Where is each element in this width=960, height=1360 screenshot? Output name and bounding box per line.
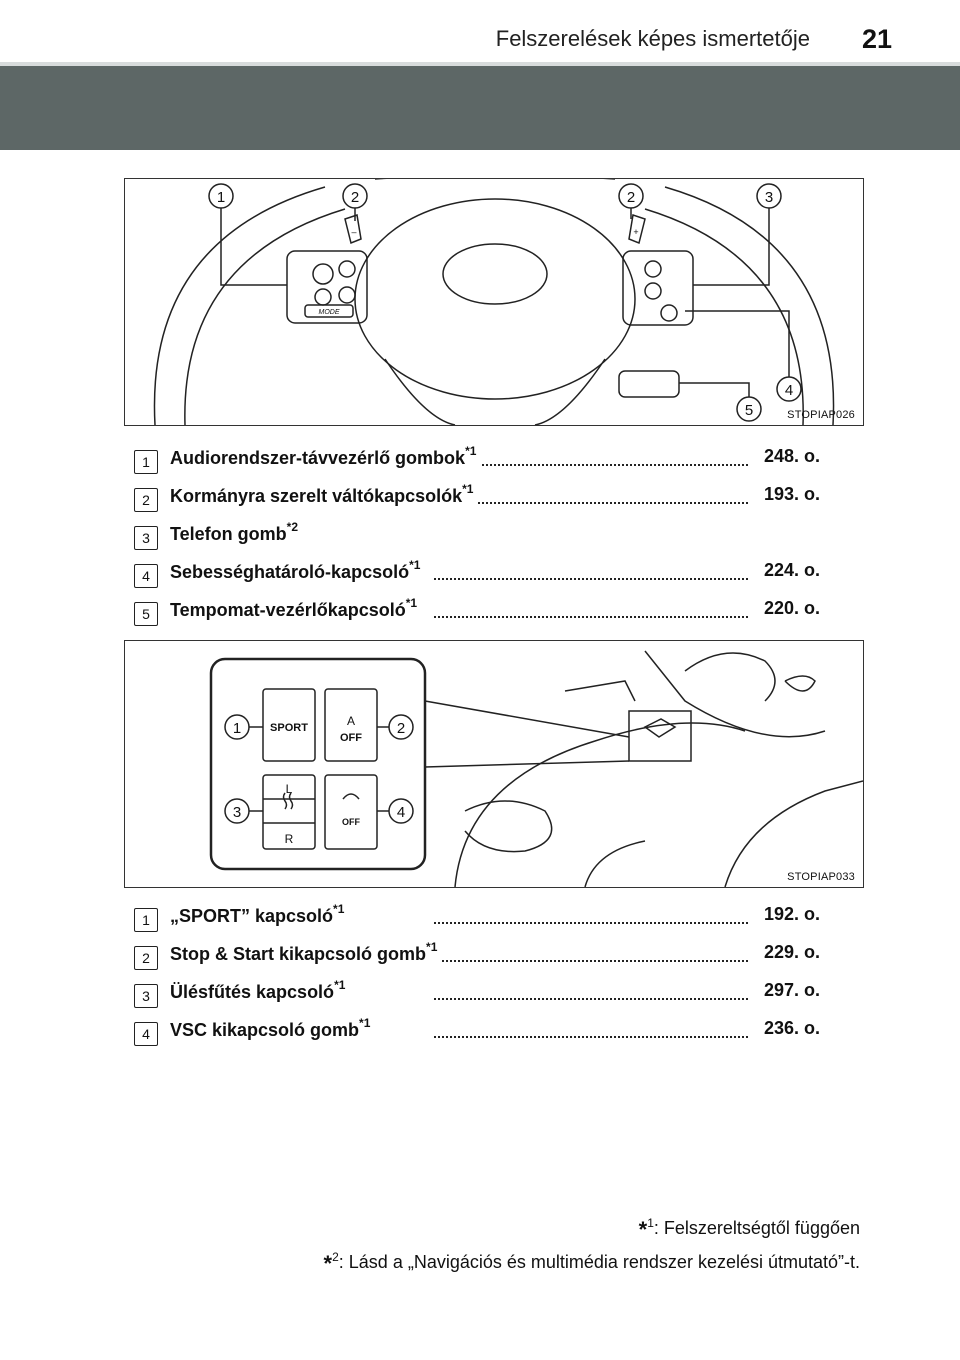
figure-steering-wheel: 1 2 2 3 4 5 MODE – + STOPIAP026 bbox=[124, 178, 864, 426]
steering-wheel-illustration: 1 2 2 3 4 5 MODE – + bbox=[153, 179, 835, 425]
item-page-ref: 193. o. bbox=[759, 484, 820, 505]
mode-label: MODE bbox=[319, 309, 340, 316]
item-page-ref: 236. o. bbox=[759, 1018, 820, 1039]
list-item: 5 Tempomat-vezérlőkapcsoló*1 220. o. bbox=[134, 596, 834, 634]
item-label: Audiorendszer-távvezérlő gombok*1 bbox=[170, 444, 481, 469]
figure-code: STOPIAP033 bbox=[787, 871, 855, 883]
item-number-badge: 1 bbox=[134, 450, 158, 474]
callout-1: 1 bbox=[217, 189, 225, 206]
leader-dots bbox=[434, 578, 748, 580]
leader-dots bbox=[434, 960, 748, 962]
item-number-badge: 2 bbox=[134, 488, 158, 512]
sport-button-label: SPORT bbox=[270, 722, 308, 734]
item-number-badge: 4 bbox=[134, 564, 158, 588]
leader-dots bbox=[434, 502, 748, 504]
footnote-2: *2: Lásd a „Navigációs és multimédia ren… bbox=[323, 1250, 860, 1276]
vsc-off-label: OFF bbox=[342, 817, 360, 827]
callout-2b: 2 bbox=[627, 189, 635, 206]
callout-3: 3 bbox=[233, 804, 241, 821]
leader-dots bbox=[434, 616, 748, 618]
leader-dots bbox=[434, 998, 748, 1000]
stop-start-a-label: A bbox=[347, 714, 355, 728]
item-label: Ülésfűtés kapcsoló*1 bbox=[170, 978, 350, 1003]
list-item: 1 Audiorendszer-távvezérlő gombok*1 248.… bbox=[134, 444, 834, 482]
seat-heater-l-label: L bbox=[286, 782, 293, 796]
list-item: 2 Kormányra szerelt váltókapcsolók*1 193… bbox=[134, 482, 834, 520]
callout-2a: 2 bbox=[351, 189, 359, 206]
list-item: 3 Telefon gomb*2 bbox=[134, 520, 834, 558]
item-label: Telefon gomb*2 bbox=[170, 520, 303, 545]
item-number-badge: 3 bbox=[134, 526, 158, 550]
item-page-ref: 192. o. bbox=[759, 904, 820, 925]
header-title: Felszerelések képes ismertetője bbox=[495, 26, 810, 51]
list-item: 2 Stop & Start kikapcsoló gomb*1 229. o. bbox=[134, 940, 834, 978]
list-item: 4 VSC kikapcsoló gomb*1 236. o. bbox=[134, 1016, 834, 1054]
callout-4: 4 bbox=[785, 382, 793, 399]
callout-3: 3 bbox=[765, 189, 773, 206]
list-item: 4 Sebességhatároló-kapcsoló*1 224. o. bbox=[134, 558, 834, 596]
callout-4: 4 bbox=[397, 804, 405, 821]
header-band bbox=[0, 66, 960, 150]
item-label: Stop & Start kikapcsoló gomb*1 bbox=[170, 940, 442, 965]
item-number-badge: 1 bbox=[134, 908, 158, 932]
callout-2: 2 bbox=[397, 720, 405, 737]
callout-markers bbox=[208, 183, 802, 422]
console-illustration: 1 2 3 4 SPORT A OFF L R OFF bbox=[209, 650, 863, 887]
leader-dots bbox=[434, 464, 748, 466]
item-number-badge: 5 bbox=[134, 602, 158, 626]
callout-5: 5 bbox=[745, 402, 753, 419]
item-page-ref: 220. o. bbox=[759, 598, 820, 619]
item-number-badge: 4 bbox=[134, 1022, 158, 1046]
item-page-ref: 248. o. bbox=[759, 446, 820, 467]
callout-1: 1 bbox=[233, 720, 241, 737]
item-label: „SPORT” kapcsoló*1 bbox=[170, 902, 349, 927]
seat-heater-r-label: R bbox=[285, 832, 294, 846]
leader-dots bbox=[434, 922, 748, 924]
list-item: 3 Ülésfűtés kapcsoló*1 297. o. bbox=[134, 978, 834, 1016]
page-number: 21 bbox=[861, 24, 892, 54]
item-page-ref: 224. o. bbox=[759, 560, 820, 581]
footnote-1: *1: Felszereltségtől függően bbox=[638, 1216, 860, 1242]
item-page-ref: 229. o. bbox=[759, 942, 820, 963]
paddle-plus-label: + bbox=[633, 227, 638, 237]
item-label: VSC kikapcsoló gomb*1 bbox=[170, 1016, 375, 1041]
stop-start-off-label: OFF bbox=[340, 732, 362, 744]
item-page-ref: 297. o. bbox=[759, 980, 820, 1001]
list-console-controls: 1 „SPORT” kapcsoló*1 192. o. 2 Stop & St… bbox=[134, 902, 834, 1054]
figure-code: STOPIAP026 bbox=[787, 409, 855, 421]
item-label: Kormányra szerelt váltókapcsolók*1 bbox=[170, 482, 478, 507]
item-label: Tempomat-vezérlőkapcsoló*1 bbox=[170, 596, 422, 621]
item-number-badge: 3 bbox=[134, 984, 158, 1008]
page-header: Felszerelések képes ismertetője 21 bbox=[0, 0, 960, 66]
figure-center-console: 1 2 3 4 SPORT A OFF L R OFF STOPIAP033 bbox=[124, 640, 864, 888]
item-label: Sebességhatároló-kapcsoló*1 bbox=[170, 558, 425, 583]
paddle-minus-label: – bbox=[351, 227, 356, 237]
item-number-badge: 2 bbox=[134, 946, 158, 970]
list-steering-controls: 1 Audiorendszer-távvezérlő gombok*1 248.… bbox=[134, 444, 834, 634]
leader-dots bbox=[434, 1036, 748, 1038]
list-item: 1 „SPORT” kapcsoló*1 192. o. bbox=[134, 902, 834, 940]
